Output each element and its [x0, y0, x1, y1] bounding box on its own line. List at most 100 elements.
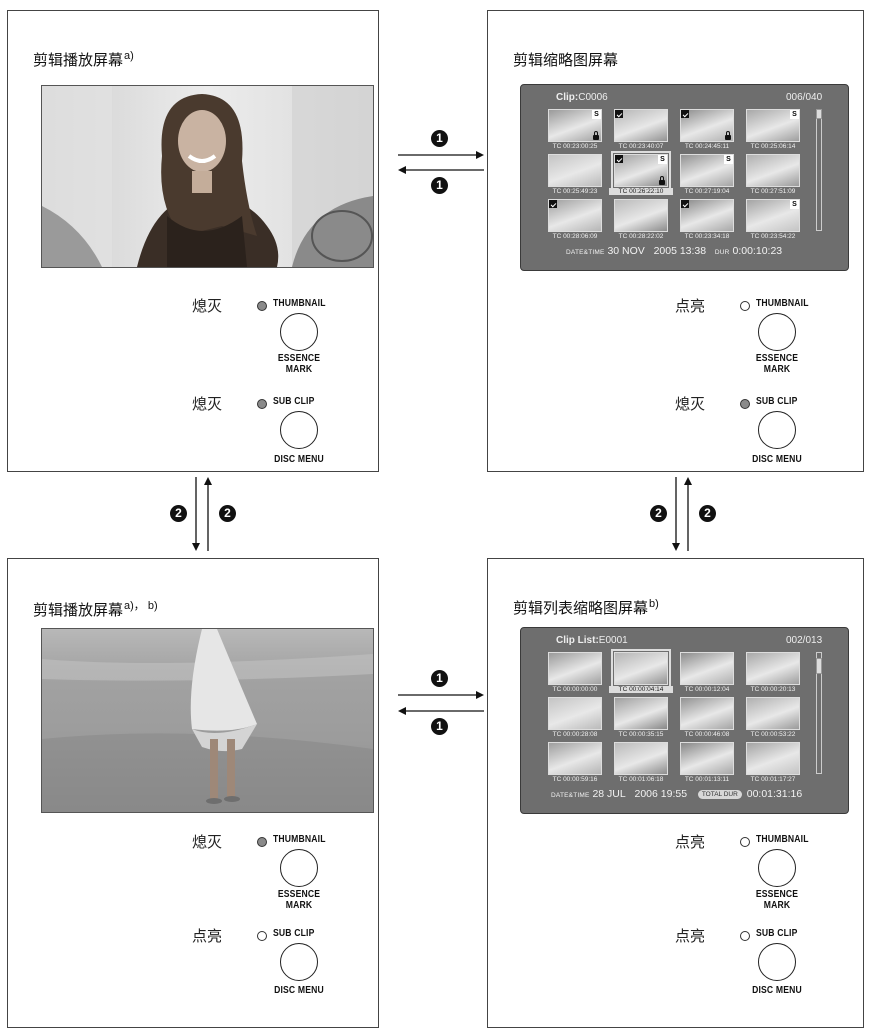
- essence-mark-icon: [549, 200, 557, 208]
- thumbnail-essence-mark-button[interactable]: [758, 849, 796, 887]
- thumbnail-led-on: [740, 301, 750, 311]
- thumbnail-image[interactable]: [614, 742, 668, 775]
- timecode-label: TC 00:24:45:11: [684, 143, 730, 150]
- timecode-label: TC 00:23:34:18: [684, 233, 730, 240]
- subclip-led-off: [257, 399, 267, 409]
- thumbnail-image[interactable]: [548, 697, 602, 730]
- essence-mark-icon: [615, 110, 623, 118]
- thumbnail-image[interactable]: [548, 154, 602, 187]
- thumbnail-image[interactable]: [614, 109, 668, 142]
- timecode-label: TC 00:23:40:07: [618, 143, 664, 150]
- thumbnail-image[interactable]: [746, 697, 800, 730]
- panel-title: 剪辑播放屏幕a)， b): [33, 600, 158, 619]
- marker-2: 2: [699, 505, 716, 522]
- subclip-led-state: 点亮: [192, 927, 223, 945]
- thumbnail-image[interactable]: [746, 652, 800, 685]
- sub-clip-disc-menu-button[interactable]: [758, 943, 796, 981]
- marker-2: 2: [170, 505, 187, 522]
- clip-footer: DATE&TIME 30 NOV 2005 13:38 DUR 0:00:10:…: [566, 245, 783, 257]
- thumbnail-image[interactable]: [548, 652, 602, 685]
- scrollbar-thumb[interactable]: [816, 109, 822, 119]
- total-dur-badge: TOTAL DUR: [697, 790, 742, 799]
- disc-menu-label: DISC MENU: [752, 984, 802, 996]
- clip-header: Clip:C0006: [556, 92, 608, 103]
- essence-mark-icon: [615, 155, 623, 163]
- sub-clip-label: SUB CLIP: [273, 395, 315, 407]
- panel-title: 剪辑播放屏幕a): [33, 50, 134, 69]
- subclip-s-icon: S: [658, 155, 667, 164]
- panel-clip-list-thumbnail: 剪辑列表缩略图屏幕b) Clip List:E0001 002/013 TC 0…: [487, 558, 864, 1028]
- subclip-led-state: 熄灭: [192, 395, 223, 413]
- timecode-label: TC 00:01:13:11: [684, 776, 730, 783]
- marker-1: 1: [431, 718, 448, 735]
- thumbnail-essence-mark-button[interactable]: [758, 313, 796, 351]
- thumbnail-image[interactable]: [614, 697, 668, 730]
- timecode-label: TC 00:00:28:08: [552, 731, 598, 738]
- thumbnail-image[interactable]: [680, 199, 734, 232]
- scrollbar[interactable]: [816, 652, 822, 774]
- arrow-up-right: [684, 477, 692, 551]
- lock-icon: [659, 176, 665, 185]
- smiling-woman-image: [42, 86, 373, 267]
- thumbnail-led-state: 点亮: [675, 833, 706, 851]
- thumbnail-essence-mark-button[interactable]: [280, 313, 318, 351]
- thumbnail-led-state: 点亮: [675, 297, 706, 315]
- thumbnail-led-on: [740, 837, 750, 847]
- timecode-label: TC 00:00:46:08: [684, 731, 730, 738]
- panel-title: 剪辑列表缩略图屏幕b): [513, 598, 659, 617]
- timecode-label: TC 00:01:17:27: [750, 776, 796, 783]
- playback-screen-image: [41, 628, 374, 813]
- marker-1: 1: [431, 670, 448, 687]
- thumbnail-led-state: 熄灭: [192, 833, 223, 851]
- thumbnail-image[interactable]: [611, 649, 671, 688]
- timecode-label: TC 00:00:53:22: [750, 731, 796, 738]
- disc-menu-label: DISC MENU: [274, 453, 324, 465]
- timecode-label: TC 00:00:04:14: [609, 686, 673, 693]
- thumbnail-label: THUMBNAIL: [756, 833, 809, 845]
- thumbnail-image[interactable]: [746, 742, 800, 775]
- subclip-led-on: [740, 931, 750, 941]
- thumbnail-image[interactable]: [548, 199, 602, 232]
- timecode-label: TC 00:23:00:25: [552, 143, 598, 150]
- thumbnail-essence-mark-button[interactable]: [280, 849, 318, 887]
- thumbnail-image[interactable]: [746, 154, 800, 187]
- essence-mark-icon: [681, 200, 689, 208]
- lock-icon: [725, 131, 731, 140]
- clip-list-footer: DATE&TIME 28 JUL 2006 19:55 TOTAL DUR 00…: [551, 788, 803, 800]
- panel-clip-thumbnail: 剪辑缩略图屏幕 Clip:C0006 006/040 TC 00:23:00:2…: [487, 10, 864, 472]
- beach-walker-image: [42, 629, 373, 812]
- sub-clip-disc-menu-button[interactable]: [280, 411, 318, 449]
- marker-1: 1: [431, 177, 448, 194]
- essence-mark-icon: [681, 110, 689, 118]
- subclip-led-state: 熄灭: [675, 395, 706, 413]
- timecode-label: TC 00:00:35:15: [618, 731, 664, 738]
- subclip-s-icon: S: [790, 200, 799, 209]
- scrollbar-thumb[interactable]: [816, 658, 822, 674]
- subclip-led-off: [740, 399, 750, 409]
- subclip-led-on: [257, 931, 267, 941]
- sub-clip-disc-menu-button[interactable]: [280, 943, 318, 981]
- sub-clip-disc-menu-button[interactable]: [758, 411, 796, 449]
- thumbnail-image[interactable]: [614, 199, 668, 232]
- timecode-label: TC 00:28:22:02: [618, 233, 664, 240]
- scrollbar[interactable]: [816, 109, 822, 231]
- thumbnail-image[interactable]: [680, 742, 734, 775]
- lock-icon: [593, 131, 599, 140]
- arrow-down-left: [192, 477, 200, 551]
- timecode-label: TC 00:00:20:13: [750, 686, 796, 693]
- playback-screen-image: [41, 85, 374, 268]
- thumbnail-label: THUMBNAIL: [756, 297, 809, 309]
- thumbnail-image[interactable]: [548, 742, 602, 775]
- arrow-down-right: [672, 477, 680, 551]
- thumbnail-led-state: 熄灭: [192, 297, 223, 315]
- arrow-left-bottom: [398, 707, 484, 715]
- timecode-label: TC 00:25:49:23: [552, 188, 598, 195]
- thumbnail-image[interactable]: [680, 652, 734, 685]
- arrow-left-top: [398, 166, 484, 174]
- thumbnail-image[interactable]: [680, 697, 734, 730]
